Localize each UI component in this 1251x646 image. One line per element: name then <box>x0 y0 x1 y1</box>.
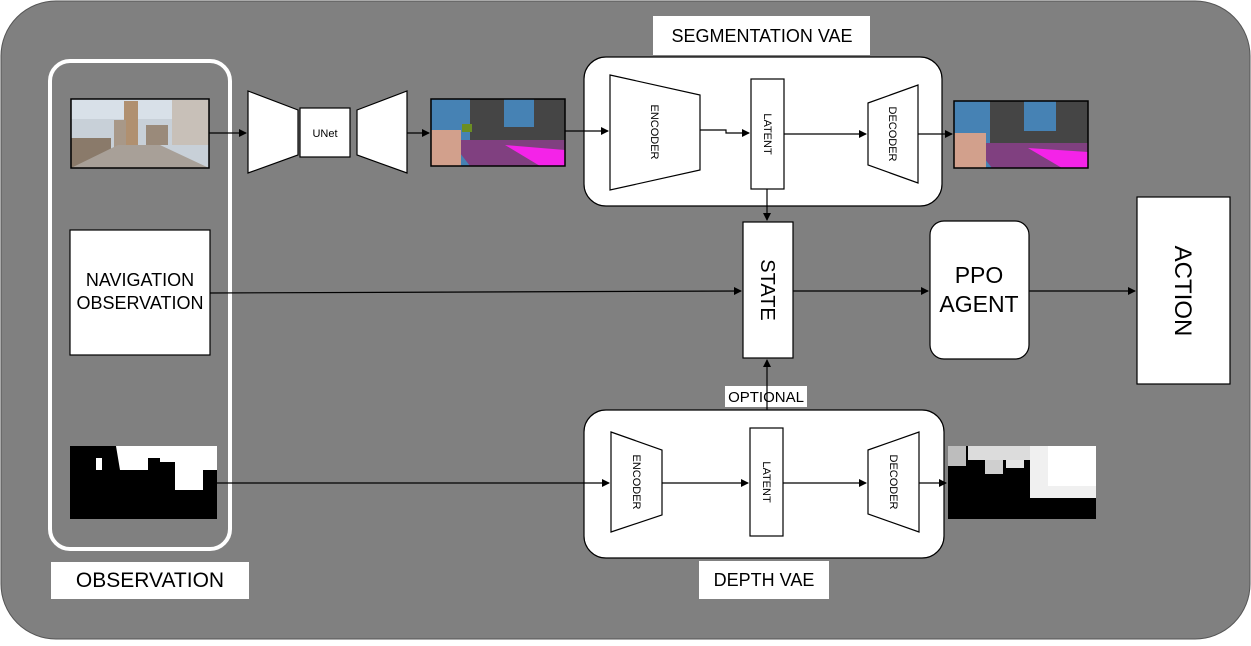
arrow-seg-encoder-to-latent <box>700 129 750 137</box>
state-box <box>742 221 794 359</box>
depth-vae-title-box <box>699 561 829 599</box>
seg-encoder-label: ENCODER <box>648 104 660 159</box>
agent-label-line2: AGENT <box>939 291 1018 317</box>
unet-encoder-shape <box>247 90 299 174</box>
observation-label: OBSERVATION <box>76 569 224 592</box>
segmentation-vae-title-box <box>653 16 870 55</box>
depth-decoder-label: DECODER <box>887 454 899 509</box>
segmentation-image-unet <box>431 99 565 166</box>
action-box <box>1136 196 1231 385</box>
optional-label-box <box>725 386 807 407</box>
navigation-label-line2: OBSERVATION <box>76 293 203 313</box>
arrow-navigation-to-state <box>209 287 742 296</box>
seg-latent-label: LATENT <box>761 113 773 155</box>
unet-decoder-shape <box>356 90 408 174</box>
segmentation-image-reconstructed <box>954 101 1088 168</box>
seg-encoder-shape <box>609 74 701 191</box>
depth-vae-title: DEPTH VAE <box>714 570 815 590</box>
depth-latent-label: LATENT <box>760 461 772 503</box>
seg-decoder-shape <box>867 84 919 184</box>
action-label: ACTION <box>1169 246 1196 337</box>
depth-decoder-shape <box>867 431 920 533</box>
observation-group <box>48 59 232 551</box>
state-label: STATE <box>756 259 778 320</box>
observation-label-box <box>51 562 249 599</box>
unet-box <box>299 107 351 158</box>
unet-label: UNet <box>312 128 337 140</box>
optional-label: OPTIONAL <box>728 389 804 406</box>
depth-encoder-label: ENCODER <box>630 454 642 509</box>
seg-latent-box <box>750 78 785 190</box>
agent-label-line1: PPO <box>955 262 1004 288</box>
seg-decoder-label: DECODER <box>886 106 898 161</box>
depth-image-input <box>70 446 217 519</box>
segmentation-vae-title: SEGMENTATION VAE <box>671 26 852 46</box>
depth-latent-box <box>749 427 784 537</box>
ppo-agent-box <box>929 220 1030 360</box>
navigation-label-line1: NAVIGATION <box>86 270 194 290</box>
depth-image-reconstructed <box>948 446 1096 519</box>
depth-encoder-shape <box>610 431 663 533</box>
rgb-camera-image <box>70 98 210 169</box>
